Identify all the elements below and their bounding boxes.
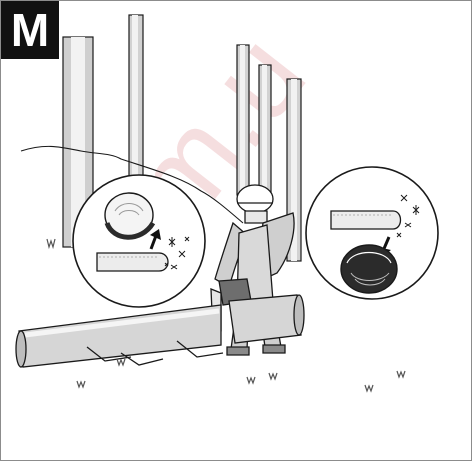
detail-circle-left	[73, 175, 205, 307]
saw-chain-guide-bar-icon	[97, 253, 168, 271]
tree-trunk-icon	[237, 45, 249, 195]
tree-trunk-icon	[129, 15, 143, 185]
wood-cut-section-icon	[105, 193, 153, 237]
log-icon	[16, 295, 304, 367]
wood-cut-section-icon	[341, 245, 397, 293]
saw-chain-guide-bar-icon	[331, 211, 401, 229]
detail-circle-right	[306, 167, 438, 299]
tree-trunk-icon	[259, 65, 271, 195]
section-letter-badge: M	[1, 1, 59, 59]
